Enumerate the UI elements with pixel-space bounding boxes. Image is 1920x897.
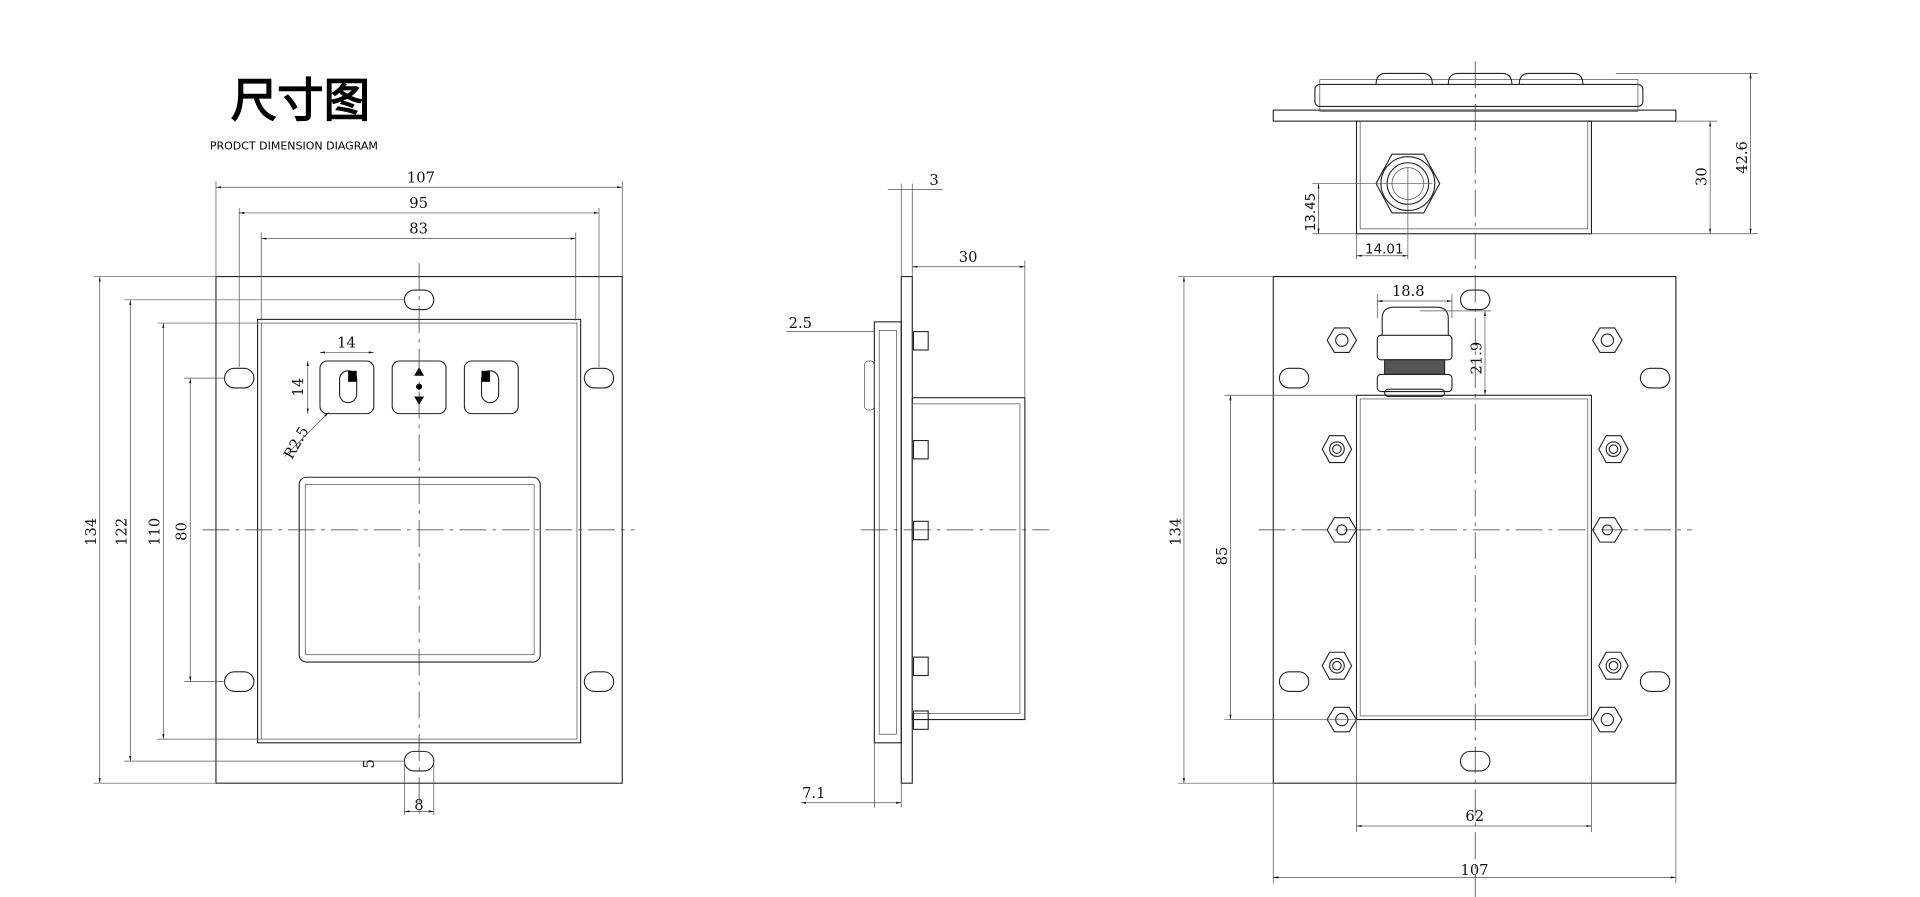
dim-plate-thickness: 3 [929,172,938,189]
dim-slot-width: 8 [414,797,423,814]
back-view: 134 85 62 107 18.8 21.9 [1167,276,1692,884]
dim-body-height: 30 [1693,167,1710,186]
dim-height-slots: 122 [114,518,131,546]
dim-slot-offset: 5 [361,759,378,768]
dim-gland-height: 13.45 [1304,193,1319,232]
right-click-button [463,360,519,415]
dim-back-body-width: 62 [1465,808,1484,825]
dim-width-panel: 83 [409,221,428,238]
touchpad [298,476,541,663]
dim-back-width-overall: 107 [1461,862,1489,879]
dim-key-height: 2.5 [789,315,812,332]
cable-gland [1376,306,1453,398]
dim-gland-width: 18.8 [1392,283,1425,300]
top-view: 42.6 30 13.45 14.01 [1272,61,1758,897]
dim-button-height: 14 [290,378,307,397]
page-title: 尺寸图 [231,73,370,127]
dim-back-height-overall: 134 [1167,518,1184,546]
dim-gland-offset: 14.01 [1365,242,1404,257]
dim-total-height: 42.6 [1734,141,1751,174]
dim-height-side-slots: 80 [174,522,191,541]
dim-height-panel: 110 [147,518,164,546]
dim-height-overall: 134 [83,518,100,546]
dim-front-depth: 7.1 [802,785,825,802]
dim-button-radius: R2.5 [281,424,313,462]
dim-width-overall: 107 [407,169,435,186]
dim-button-width: 14 [337,335,356,352]
front-view: 107 95 83 14 14 R2.5 134 122 110 80 5 8 [83,169,635,816]
side-view: 3 30 2.5 7.1 [786,172,1050,808]
dim-width-slots: 95 [409,195,428,212]
dim-body-depth: 30 [959,249,978,266]
dim-gland-length: 21.9 [1468,342,1485,375]
dim-back-body-height: 85 [1214,547,1231,566]
left-click-button [319,360,375,415]
page-subtitle: PRODCT DIMENSION DIAGRAM [210,139,378,152]
